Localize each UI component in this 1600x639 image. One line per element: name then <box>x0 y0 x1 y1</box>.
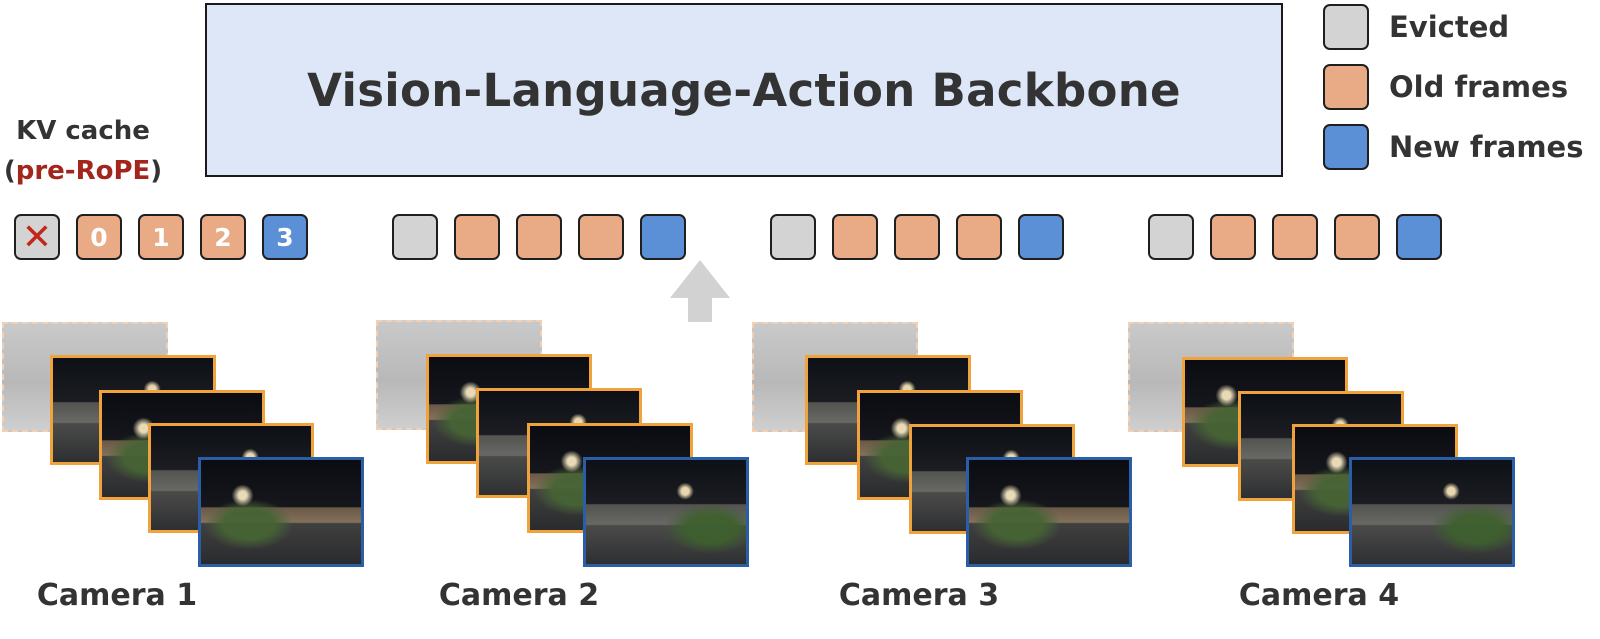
token-index: 0 <box>90 222 108 252</box>
cache-token-c3-3 <box>956 214 1002 260</box>
cache-token-c2-3 <box>578 214 624 260</box>
cache-token-c2-4 <box>640 214 686 260</box>
legend-label-evicted: Evicted <box>1389 10 1510 44</box>
kv-close-paren: ) <box>150 156 163 186</box>
vla-backbone-block: Vision-Language-Action Backbone <box>205 3 1283 177</box>
cache-token-c3-0 <box>770 214 816 260</box>
cache-token-c1-2: 1 <box>138 214 184 260</box>
legend-item-evicted: Evicted <box>1323 4 1509 50</box>
cache-token-c2-0 <box>392 214 438 260</box>
legend-swatch-evicted <box>1323 4 1369 50</box>
legend-item-new: New frames <box>1323 124 1583 170</box>
legend-label-new: New frames <box>1389 130 1584 164</box>
backbone-title: Vision-Language-Action Backbone <box>307 63 1181 117</box>
cache-token-c2-2 <box>516 214 562 260</box>
cache-token-c4-4 <box>1396 214 1442 260</box>
cache-token-c1-3: 2 <box>200 214 246 260</box>
new-frame <box>198 457 364 567</box>
scene-image <box>586 460 746 564</box>
legend-swatch-new <box>1323 124 1369 170</box>
cache-token-c4-1 <box>1210 214 1256 260</box>
token-index: 1 <box>152 222 170 252</box>
kv-cache-label: KV cache <box>16 116 150 146</box>
cache-token-c3-2 <box>894 214 940 260</box>
cache-token-c4-2 <box>1272 214 1318 260</box>
cache-token-c1-0: ✕ <box>14 214 60 260</box>
cache-token-c1-1: 0 <box>76 214 122 260</box>
camera-3-label: Camera 3 <box>838 578 1000 613</box>
legend-item-old: Old frames <box>1323 64 1568 110</box>
x-mark-icon: ✕ <box>21 216 53 258</box>
up-arrow-icon <box>670 260 730 322</box>
legend-swatch-old <box>1323 64 1369 110</box>
cache-token-c1-4: 3 <box>262 214 308 260</box>
scene-image <box>1352 460 1512 564</box>
camera-2-label: Camera 2 <box>438 578 600 613</box>
new-frame <box>583 457 749 567</box>
scene-image <box>969 460 1129 564</box>
cache-token-c3-1 <box>832 214 878 260</box>
token-index: 2 <box>214 222 232 252</box>
new-frame <box>966 457 1132 567</box>
cache-token-c4-0 <box>1148 214 1194 260</box>
new-frame <box>1349 457 1515 567</box>
kv-open-paren: ( <box>3 156 16 186</box>
cache-token-c4-3 <box>1334 214 1380 260</box>
camera-1-label: Camera 1 <box>36 578 198 613</box>
camera-4-label: Camera 4 <box>1238 578 1400 613</box>
scene-image <box>201 460 361 564</box>
cache-token-c2-1 <box>454 214 500 260</box>
kv-cache-accent: pre-RoPE <box>15 156 151 186</box>
kv-cache-sublabel: (pre-RoPE) <box>0 156 166 186</box>
legend-label-old: Old frames <box>1389 70 1569 104</box>
cache-token-c3-4 <box>1018 214 1064 260</box>
token-index: 3 <box>276 222 294 252</box>
flow-arrow-shape <box>670 260 730 322</box>
